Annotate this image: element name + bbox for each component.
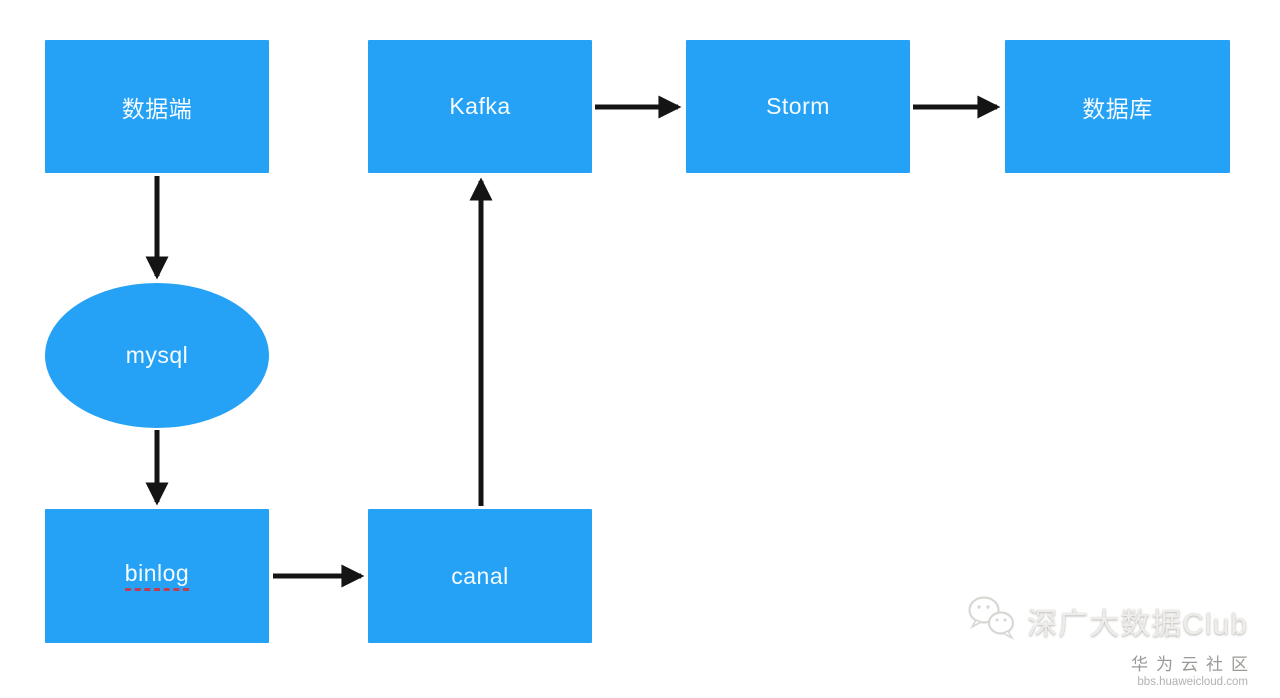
node-database-label: 数据库 (1082, 95, 1153, 122)
node-binlog: binlog (45, 509, 269, 643)
node-mysql-label: mysql (125, 342, 189, 368)
node-kafka: Kafka (368, 40, 592, 173)
node-database: 数据库 (1005, 40, 1230, 173)
watermark-site: bbs.huaweicloud.com (1137, 676, 1248, 688)
node-mysql: mysql (45, 283, 269, 428)
node-data-source: 数据端 (45, 40, 269, 173)
node-storm-label: Storm (766, 93, 830, 119)
wechat-icon (965, 593, 1021, 648)
node-canal-label: canal (451, 562, 509, 589)
node-storm: Storm (686, 40, 910, 173)
watermark-brand: 深广大数据Club (1027, 607, 1248, 641)
watermark: 深广大数据Club 华为云社区 bbs.huaweicloud.com (965, 593, 1248, 688)
node-data-source-label: 数据端 (121, 95, 193, 122)
node-binlog-label: binlog (124, 561, 190, 591)
watermark-community: 华为云社区 (1131, 655, 1256, 674)
node-canal: canal (368, 509, 592, 643)
node-kafka-label: Kafka (449, 93, 511, 119)
